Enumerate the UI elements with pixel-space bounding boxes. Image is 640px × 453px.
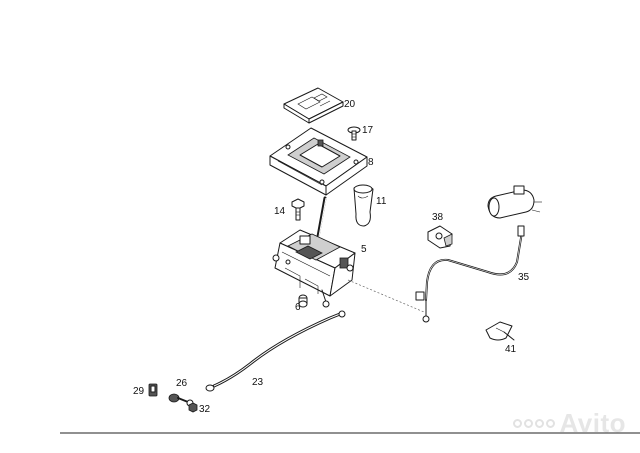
label-38: 38 bbox=[432, 212, 444, 223]
logo-dot-icon bbox=[524, 419, 534, 428]
avito-watermark-text: Avito bbox=[559, 408, 626, 438]
part-14-bolt bbox=[291, 198, 305, 221]
part-32-nut bbox=[188, 402, 198, 413]
leader-line-housing-cable bbox=[347, 279, 425, 313]
logo-dot-icon bbox=[513, 419, 523, 428]
part-6-bushing bbox=[298, 294, 308, 308]
part-29-clip bbox=[148, 383, 158, 397]
label-11: 11 bbox=[376, 196, 387, 207]
label-32: 32 bbox=[199, 404, 211, 415]
part-11-shift-knob bbox=[353, 184, 374, 227]
label-41: 41 bbox=[505, 344, 517, 355]
label-35: 35 bbox=[518, 272, 530, 283]
part-5-shifter-housing bbox=[272, 196, 356, 308]
part-23-shift-rod bbox=[205, 310, 346, 392]
avito-logo-icon bbox=[513, 419, 556, 428]
part-35-selector-cable bbox=[415, 185, 542, 323]
label-8: 8 bbox=[368, 157, 374, 168]
logo-dot-icon bbox=[546, 419, 556, 428]
logo-dot-icon bbox=[535, 419, 545, 428]
label-23: 23 bbox=[252, 377, 264, 388]
avito-watermark: Avito bbox=[513, 408, 626, 439]
label-26: 26 bbox=[176, 378, 188, 389]
label-29: 29 bbox=[133, 386, 145, 397]
label-5: 5 bbox=[361, 244, 367, 255]
part-38-bracket bbox=[427, 225, 453, 249]
part-41-cable-tie bbox=[485, 321, 515, 341]
label-20: 20 bbox=[344, 99, 356, 110]
label-17: 17 bbox=[362, 125, 374, 136]
label-14: 14 bbox=[274, 206, 286, 217]
part-8-frame bbox=[269, 127, 368, 196]
part-26-ball-joint bbox=[168, 393, 194, 407]
label-6: 6 bbox=[295, 302, 301, 313]
part-17-screw bbox=[347, 126, 361, 141]
part-20-cover-plate bbox=[283, 87, 344, 124]
